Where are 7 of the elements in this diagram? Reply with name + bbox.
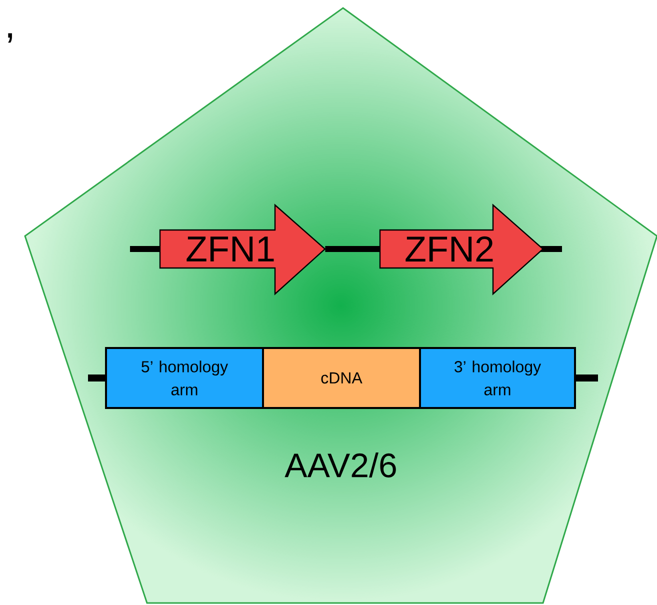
arrow-gene: ZFN2 [379, 204, 544, 296]
arrow-gene: ZFN1 [159, 204, 326, 296]
text-fragment: , [8, 33, 12, 43]
gene-segment-box: cDNA [262, 346, 421, 409]
gene-segment-box: 5’ homology arm [105, 346, 264, 409]
gene-segment-box: 3’ homology arm [419, 346, 576, 409]
dna-line [325, 246, 380, 252]
